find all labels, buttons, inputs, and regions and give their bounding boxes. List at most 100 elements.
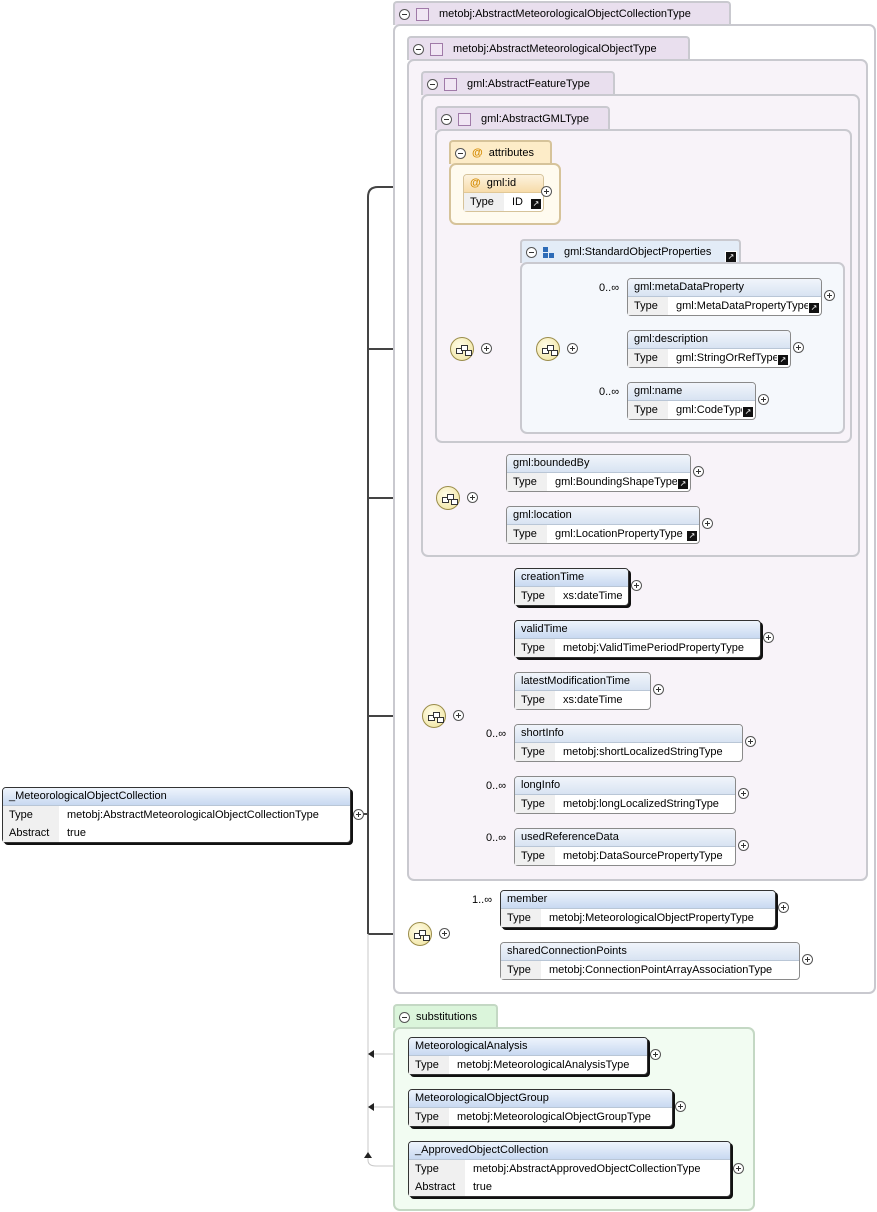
collapse-icon[interactable] xyxy=(413,43,424,55)
element-name: gml:boundedBy xyxy=(507,455,690,473)
outer-type-label: metobj:AbstractMeteorologicalObjectColle… xyxy=(439,8,691,20)
collapse-icon[interactable] xyxy=(353,809,364,820)
type-key: Type xyxy=(515,587,555,605)
sequence-compositor-gml[interactable] xyxy=(450,337,474,361)
link-icon[interactable]: ↗ xyxy=(677,478,689,490)
sequence-compositor-feature[interactable] xyxy=(436,486,460,510)
type-value: xs:dateTime xyxy=(563,694,623,706)
expand-icon[interactable] xyxy=(793,342,804,353)
type-key: Type xyxy=(515,639,555,657)
element-name: _ApprovedObjectCollection xyxy=(409,1142,730,1160)
feature-type-tab[interactable]: gml:AbstractFeatureType xyxy=(421,71,615,95)
expand-icon[interactable] xyxy=(738,788,749,799)
expand-icon[interactable] xyxy=(758,394,769,405)
collapse-icon[interactable] xyxy=(526,246,537,258)
type-value: gml:BoundingShapeType xyxy=(555,476,678,488)
expand-icon[interactable] xyxy=(650,1049,661,1060)
occurrence-label: 1..∞ xyxy=(472,894,493,906)
element-name: MeteorologicalObjectGroup xyxy=(409,1090,672,1108)
element-name: MeteorologicalAnalysis xyxy=(409,1038,647,1056)
element-name: usedReferenceData xyxy=(515,829,735,847)
mo-type-tab[interactable]: metobj:AbstractMeteorologicalObjectType xyxy=(407,36,690,60)
sequence-compositor-collection[interactable] xyxy=(408,922,432,946)
expand-icon[interactable] xyxy=(778,902,789,913)
expand-icon[interactable] xyxy=(693,466,704,477)
collapse-icon[interactable] xyxy=(439,928,450,939)
type-value: metobj:MeteorologicalObjectGroupType xyxy=(457,1111,651,1123)
type-value: xs:dateTime xyxy=(563,590,623,602)
collapse-icon[interactable] xyxy=(399,8,410,20)
collapse-icon[interactable] xyxy=(467,492,478,503)
expand-icon[interactable] xyxy=(763,632,774,643)
collapse-icon[interactable] xyxy=(399,1011,410,1023)
link-icon[interactable]: ↗ xyxy=(686,530,698,542)
complex-type-icon xyxy=(416,7,429,21)
expand-icon[interactable] xyxy=(653,684,664,695)
expand-icon[interactable] xyxy=(824,290,835,301)
attributes-tab[interactable]: @ attributes xyxy=(449,140,552,164)
type-key: Type xyxy=(501,909,541,927)
expand-icon[interactable] xyxy=(702,518,713,529)
collapse-icon[interactable] xyxy=(455,147,466,159)
outer-type-tab[interactable]: metobj:AbstractMeteorologicalObjectColle… xyxy=(393,1,731,25)
occurrence-label: 0..∞ xyxy=(486,832,507,844)
expand-icon[interactable] xyxy=(733,1163,744,1174)
complex-type-icon xyxy=(430,42,443,56)
expand-icon[interactable] xyxy=(802,954,813,965)
type-value: ID xyxy=(512,196,523,208)
type-value: metobj:shortLocalizedStringType xyxy=(563,746,723,758)
sequence-compositor-std[interactable] xyxy=(536,337,560,361)
expand-icon[interactable] xyxy=(745,736,756,747)
link-icon[interactable]: ↗ xyxy=(725,251,737,263)
collapse-icon[interactable] xyxy=(427,78,438,90)
link-icon[interactable]: ↗ xyxy=(777,354,789,366)
attributes-label: attributes xyxy=(488,147,534,159)
type-key: Type xyxy=(515,743,555,761)
link-icon[interactable]: ↗ xyxy=(808,302,820,314)
type-value: metobj:AbstractApprovedObjectCollectionT… xyxy=(473,1163,701,1175)
type-key: Type xyxy=(3,806,59,824)
expand-icon[interactable] xyxy=(541,186,552,197)
type-value: metobj:DataSourcePropertyType xyxy=(563,850,723,862)
collapse-icon[interactable] xyxy=(567,343,578,354)
type-value: metobj:MeteorologicalObjectPropertyType xyxy=(549,912,754,924)
substitutions-tab[interactable]: substitutions xyxy=(393,1004,498,1028)
occurrence-label: 0..∞ xyxy=(599,386,620,398)
link-icon[interactable]: ↗ xyxy=(742,406,754,418)
collapse-icon[interactable] xyxy=(441,113,452,125)
element-name: latestModificationTime xyxy=(515,673,650,691)
expand-icon[interactable] xyxy=(675,1101,686,1112)
collapse-icon[interactable] xyxy=(453,710,464,721)
gml-type-tab[interactable]: gml:AbstractGMLType xyxy=(435,106,610,130)
abstract-value: true xyxy=(473,1181,492,1193)
type-key: Type xyxy=(628,349,668,367)
std-props-tab[interactable]: gml:StandardObjectProperties ↗ xyxy=(520,239,741,263)
link-icon[interactable]: ↗ xyxy=(530,198,542,210)
expand-icon[interactable] xyxy=(738,840,749,851)
attribute-icon: @ xyxy=(470,177,481,189)
collapse-icon[interactable] xyxy=(481,343,492,354)
expand-icon[interactable] xyxy=(631,580,642,591)
sequence-compositor-mo[interactable] xyxy=(422,704,446,728)
substitutions-label: substitutions xyxy=(416,1011,478,1023)
attribute-icon: @ xyxy=(472,147,483,159)
type-key: Type xyxy=(464,193,504,211)
